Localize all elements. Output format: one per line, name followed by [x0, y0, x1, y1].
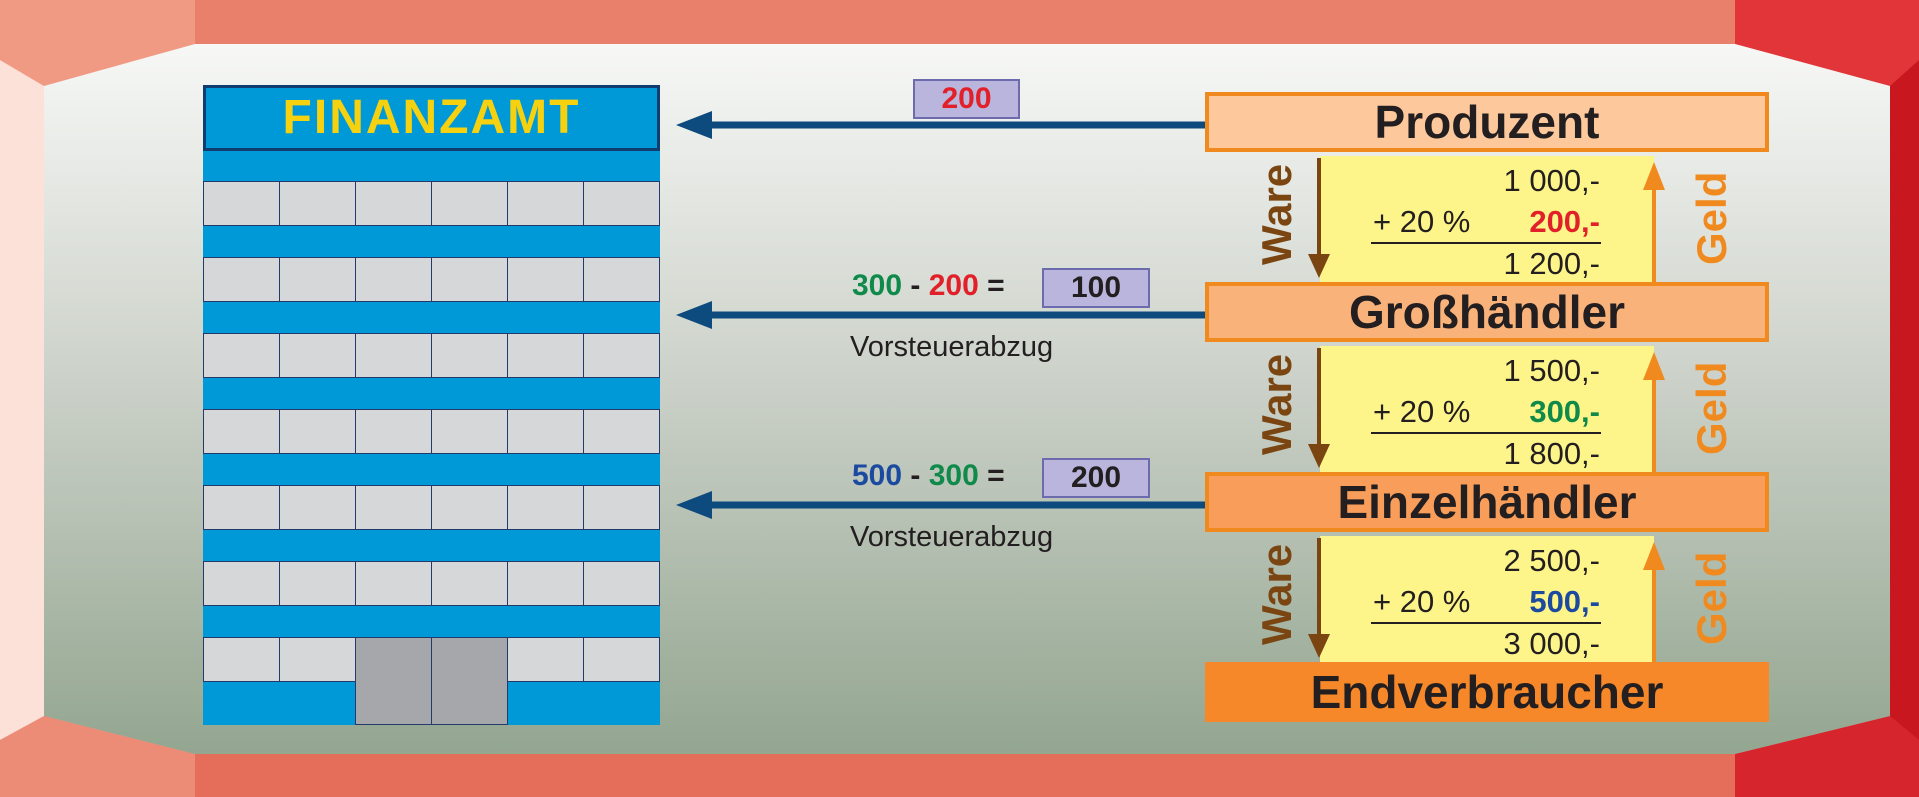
- net-price: 2 500,-: [1503, 543, 1600, 578]
- stage-einzelhaendler: Einzelhändler: [1205, 472, 1769, 532]
- stage-endverbraucher: Endverbraucher: [1205, 662, 1769, 722]
- door-right: [431, 637, 508, 725]
- formula-minuend: 500: [852, 459, 903, 492]
- money-label: Geld: [1688, 361, 1735, 455]
- tax-office-building: [203, 151, 660, 725]
- input-tax-formula-1: 300 - 200 =: [852, 269, 1005, 303]
- formula-minus: -: [910, 269, 921, 302]
- goods-arrows: [1308, 158, 1330, 658]
- formula-equals: =: [987, 269, 1005, 302]
- formula-subtrahend: 300: [928, 459, 979, 492]
- tax-office-sign: FINANZAMT: [203, 85, 660, 151]
- vat-amount: 500,-: [1529, 584, 1600, 619]
- sum-rule: [1371, 622, 1601, 624]
- goods-label: Ware: [1253, 353, 1300, 455]
- money-label: Geld: [1688, 551, 1735, 645]
- vat-rate: + 20 %: [1373, 584, 1471, 619]
- vat-rate: + 20 %: [1373, 204, 1471, 239]
- tax-payment-2: 100: [1042, 268, 1150, 308]
- formula-equals: =: [987, 459, 1005, 492]
- stage-produzent: Produzent: [1205, 92, 1769, 152]
- input-tax-deduction-label: Vorsteuerabzug: [850, 521, 1054, 553]
- formula-minus: -: [910, 459, 921, 492]
- gross-price: 1 800,-: [1503, 436, 1600, 471]
- tax-payment-1: 200: [913, 79, 1020, 119]
- door-left: [355, 637, 432, 725]
- payment-arrows: [676, 111, 1205, 519]
- vat-amount: 200,-: [1529, 204, 1600, 239]
- tax-payment-3: 200: [1042, 458, 1150, 498]
- sum-rule: [1371, 242, 1601, 244]
- gross-price: 3 000,-: [1503, 626, 1600, 661]
- goods-label: Ware: [1253, 163, 1300, 265]
- input-tax-formula-2: 500 - 300 =: [852, 459, 1005, 493]
- money-label: Geld: [1688, 171, 1735, 265]
- formula-subtrahend: 200: [928, 269, 979, 302]
- sum-rule: [1371, 432, 1601, 434]
- formula-minuend: 300: [852, 269, 903, 302]
- vat-amount: 300,-: [1529, 394, 1600, 429]
- goods-label: Ware: [1253, 543, 1300, 645]
- net-price: 1 000,-: [1503, 163, 1600, 198]
- net-price: 1 500,-: [1503, 353, 1600, 388]
- gross-price: 1 200,-: [1503, 246, 1600, 281]
- vat-rate: + 20 %: [1373, 394, 1471, 429]
- stage-grosshaendler: Großhändler: [1205, 282, 1769, 342]
- input-tax-deduction-label: Vorsteuerabzug: [850, 331, 1054, 363]
- money-arrows: [1643, 162, 1665, 662]
